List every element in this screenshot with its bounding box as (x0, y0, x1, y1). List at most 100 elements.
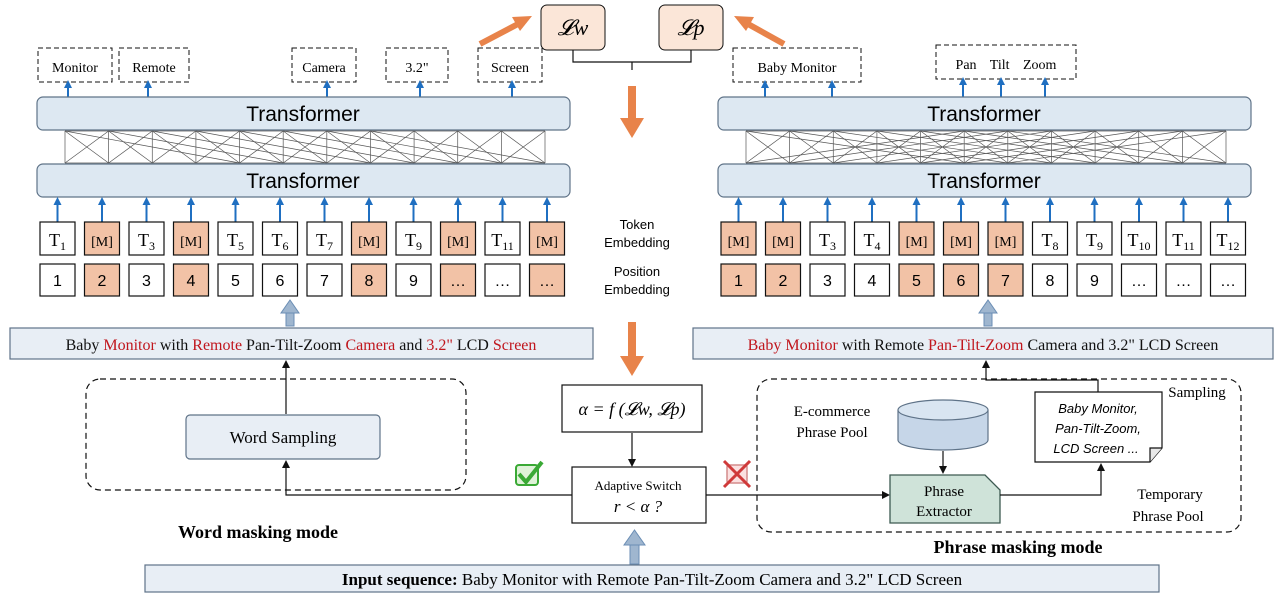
note-line-3: LCD Screen ... (1053, 441, 1138, 456)
position-value: 5 (912, 273, 921, 290)
position-box (1120, 263, 1158, 297)
output-baby-monitor: Baby Monitor (758, 61, 837, 76)
right-sentence: Baby Monitor with Remote Pan-Tilt-Zoom C… (748, 337, 1219, 354)
output-screen: Screen (491, 61, 529, 76)
note-line-2: Pan-Tilt-Zoom, (1055, 421, 1141, 436)
loss-bracket (572, 50, 692, 70)
masked-position-box (942, 263, 980, 297)
temporary-pool-label-2: Phrase Pool (1132, 509, 1203, 525)
masked-position-box (350, 263, 388, 297)
mask-token: [M] (995, 235, 1017, 250)
position-value: 7 (1001, 273, 1010, 290)
input-sequence: Input sequence: Baby Monitor with Remote… (342, 570, 963, 589)
output-box-baby-monitor (732, 47, 862, 83)
adaptive-switch-condition: r < α ? (614, 497, 663, 516)
position-value: 6 (276, 273, 285, 290)
position-value: … (1176, 273, 1192, 290)
word-loss-label: 𝓛w (558, 15, 589, 40)
position-value: 1 (53, 273, 62, 290)
input-up-arrow (623, 529, 646, 565)
phrase-loss-label: 𝓛p (678, 15, 705, 40)
position-value: 4 (868, 273, 877, 290)
position-box (1165, 263, 1202, 297)
token-box (1120, 221, 1158, 256)
token-box (1209, 221, 1247, 256)
phrase-extractor-label-2: Extractor (916, 504, 972, 520)
extractor-to-note-arrow (1000, 463, 1105, 496)
right-transformer-bottom-label: Transformer (927, 170, 1041, 193)
left-transformer-bottom-label: Transformer (246, 170, 360, 193)
position-value: 6 (957, 273, 966, 290)
token-embedding-label-2: Embedding (604, 235, 670, 250)
position-box (1076, 263, 1113, 297)
masked-position-box (720, 263, 757, 297)
position-embedding-label-1: Position (614, 264, 660, 279)
position-value: … (495, 273, 511, 290)
mask-token: [M] (536, 235, 558, 250)
right-transformer-top-label: Transformer (927, 103, 1041, 126)
mask-token-box (350, 221, 388, 256)
right-sentence-box (692, 327, 1274, 360)
output-box-screen (477, 47, 543, 83)
position-box (853, 263, 891, 297)
position-box (395, 263, 432, 297)
token-box (217, 221, 254, 256)
token: T3 (138, 230, 155, 253)
mask-token: [M] (906, 235, 928, 250)
token-box (128, 221, 165, 256)
token-box (39, 221, 76, 256)
position-embedding-label-2: Embedding (604, 282, 670, 297)
mask-token-box (720, 221, 757, 256)
phrase-extractor-box (889, 474, 1001, 524)
cross-icon (722, 459, 752, 489)
token: T6 (272, 230, 289, 253)
mask-token-box (172, 221, 210, 256)
sampling-arrow (982, 360, 1099, 392)
position-value: … (539, 273, 555, 290)
switch-to-word-sampling-arrow (282, 460, 572, 496)
token-box (809, 221, 846, 256)
adaptive-switch-label: Adaptive Switch (594, 478, 682, 493)
sampling-label: Sampling (1168, 385, 1226, 401)
mask-token: [M] (180, 235, 202, 250)
phrase-mode-region (756, 378, 1242, 533)
masked-position-box (439, 263, 477, 297)
token-box (1165, 221, 1202, 256)
token-box (1031, 221, 1069, 256)
token: T11 (491, 230, 514, 253)
output-remote: Remote (132, 61, 176, 76)
output-3-2: 3.2" (405, 61, 428, 76)
position-value: 9 (409, 273, 418, 290)
masked-position-box (172, 263, 210, 297)
orange-arrow-down-mid (620, 322, 644, 376)
word-mode-region (85, 378, 467, 491)
position-box (306, 263, 343, 297)
token: T1 (49, 230, 66, 253)
right-input-up-arrow (978, 299, 998, 327)
adaptive-switch-box (571, 466, 707, 524)
phrase-extractor-label-1: Phrase (924, 484, 964, 500)
input-sequence-text: Baby Monitor with Remote Pan-Tilt-Zoom C… (462, 570, 963, 589)
token-embedding-label-1: Token (620, 217, 655, 232)
mask-token-box (528, 221, 566, 256)
token-box (395, 221, 432, 256)
position-box (217, 263, 254, 297)
token-box (484, 221, 521, 256)
position-value: 1 (734, 273, 743, 290)
position-value: 2 (98, 273, 107, 290)
left-output-labels: Monitor Remote Camera 3.2" Screen (37, 47, 543, 97)
output-box-remote (118, 47, 190, 83)
alpha-formula-box (561, 384, 703, 433)
output-box-monitor (37, 47, 113, 83)
token: T5 (227, 230, 244, 253)
mask-token: [M] (447, 235, 469, 250)
position-box (39, 263, 76, 297)
token: T12 (1217, 230, 1240, 253)
left-transformer-top-label: Transformer (246, 103, 360, 126)
position-box (484, 263, 521, 297)
masked-position-box (764, 263, 802, 297)
token: T9 (405, 230, 422, 253)
token-box (1076, 221, 1113, 256)
